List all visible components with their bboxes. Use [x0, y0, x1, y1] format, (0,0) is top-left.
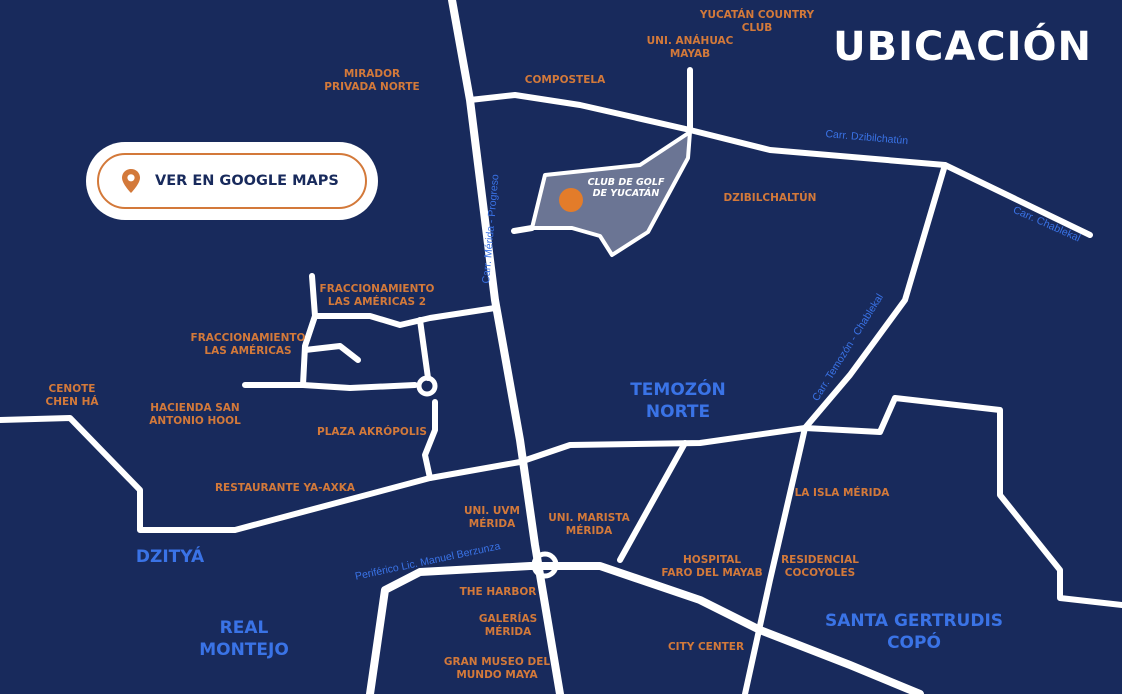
road-faro — [617, 440, 688, 563]
place-restaurante-ya-axka: RESTAURANTE YA-AXKA — [214, 482, 356, 494]
roundabout — [416, 375, 438, 397]
golf-club-label: CLUB DE GOLF DE YUCATÁN — [588, 177, 665, 199]
road-periferico — [366, 562, 924, 694]
road-las-americas-2 — [312, 305, 498, 328]
golf-club-marker — [559, 188, 583, 212]
google-maps-button-label: VER EN GOOGLE MAPS — [155, 173, 339, 189]
road-las-americas-south — [300, 382, 418, 391]
road-akropolis — [422, 399, 438, 481]
place-city-center: CITY CENTER — [667, 641, 745, 653]
map-pin-icon — [122, 169, 140, 193]
page-title: UBICACIÓN — [833, 24, 1092, 70]
place-dzibilchaltun: DZIBILCHALTÚN — [723, 192, 817, 204]
place-compostela: COMPOSTELA — [524, 74, 606, 86]
place-the-harbor: THE HARBOR — [459, 586, 537, 598]
road-dzitya — [0, 415, 433, 533]
road-glorieta-north — [417, 317, 431, 381]
google-maps-button[interactable]: VER EN GOOGLE MAPS — [97, 153, 367, 209]
area-dzitya: DZITYÁ — [135, 547, 205, 567]
golf-access-road — [511, 225, 535, 234]
golf-club-label-line2: DE YUCATÁN — [592, 188, 660, 199]
road-las-americas-2-north — [309, 273, 318, 319]
golf-club-area — [530, 130, 692, 257]
road-temozon-east — [427, 395, 1122, 608]
place-la-isla-merida: LA ISLA MÉRIDA — [794, 487, 890, 499]
road-hacienda — [242, 313, 318, 388]
road-las-americas — [302, 343, 361, 363]
google-maps-button-frame: VER EN GOOGLE MAPS — [86, 142, 378, 220]
place-plaza-akropolis: PLAZA AKRÓPOLIS — [317, 426, 427, 438]
golf-club-label-line1: CLUB DE GOLF — [587, 177, 665, 188]
